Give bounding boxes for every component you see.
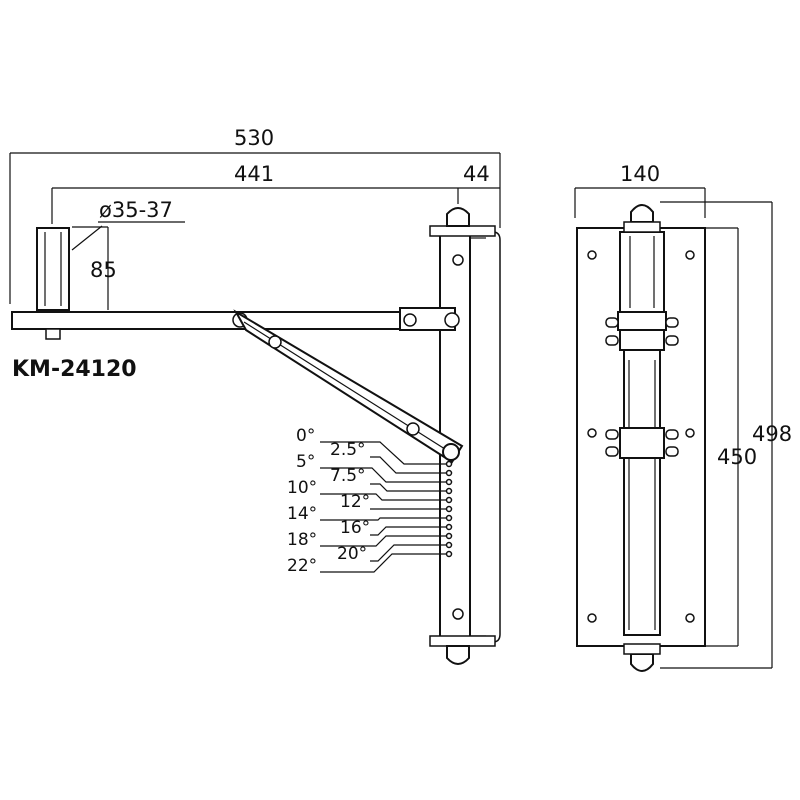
- wall-plate-side: [429, 207, 501, 665]
- pole-tube: [36, 227, 70, 340]
- plate-holes: [587, 250, 695, 623]
- dim-bracket-width: 44: [463, 162, 490, 186]
- angle-label: 5°: [296, 452, 315, 472]
- mount-hole: [452, 254, 464, 266]
- angle-label: 22°: [287, 556, 317, 576]
- front-view: 140 498 450: [574, 162, 792, 672]
- bottom-knob: [446, 645, 470, 665]
- angle-label: 0°: [296, 426, 315, 446]
- diagonal-strut: [233, 309, 464, 464]
- model-number: KM-24120: [12, 357, 137, 382]
- dim-tube-height: 85: [90, 258, 117, 282]
- side-dimension-labels: 530 441 44 ø35-37 85: [90, 126, 490, 282]
- dim-overall-width: 530: [234, 126, 274, 150]
- side-dimension-lines: [9, 152, 501, 310]
- angle-label: 18°: [287, 530, 317, 550]
- dim-tube-diameter: ø35-37: [99, 198, 173, 222]
- front-top-knob: [630, 204, 654, 223]
- front-dimension-lines: [574, 187, 773, 669]
- tube-screw: [45, 328, 61, 340]
- strut-pivot: [442, 443, 460, 461]
- top-knob: [446, 207, 470, 227]
- angle-holes: [445, 460, 453, 558]
- dim-plate-height: 450: [717, 445, 757, 469]
- front-dimension-labels: 140 498 450: [620, 162, 792, 469]
- angle-label: 16°: [340, 518, 370, 538]
- wall-plate-flange: [486, 231, 501, 643]
- lower-clamp: [605, 427, 679, 459]
- mount-hole: [452, 608, 464, 620]
- angle-label: 10°: [287, 478, 317, 498]
- arm-bar: [11, 311, 403, 330]
- angle-leaders: [320, 441, 446, 573]
- bottom-clamp: [429, 635, 496, 647]
- angle-label: 20°: [337, 544, 367, 564]
- top-clamp: [429, 225, 496, 237]
- angle-label: 2.5°: [330, 440, 366, 460]
- angle-label: 12°: [340, 492, 370, 512]
- dim-overall-height: 498: [752, 422, 792, 446]
- angle-label: 7.5°: [330, 466, 366, 486]
- upper-clamp: [605, 311, 679, 351]
- front-bottom-knob: [630, 653, 654, 672]
- tube-body: [36, 227, 70, 311]
- angle-labels: 0° 5° 10° 14° 18° 22° 2.5° 7.5° 12° 16° …: [287, 426, 370, 576]
- angle-label: 14°: [287, 504, 317, 524]
- dim-arm-length: 441: [234, 162, 274, 186]
- dim-plate-width: 140: [620, 162, 660, 186]
- side-view: 0° 5° 10° 14° 18° 22° 2.5° 7.5° 12° 16° …: [9, 126, 501, 665]
- front-tube: [623, 329, 661, 636]
- front-pole-tube: [619, 231, 665, 313]
